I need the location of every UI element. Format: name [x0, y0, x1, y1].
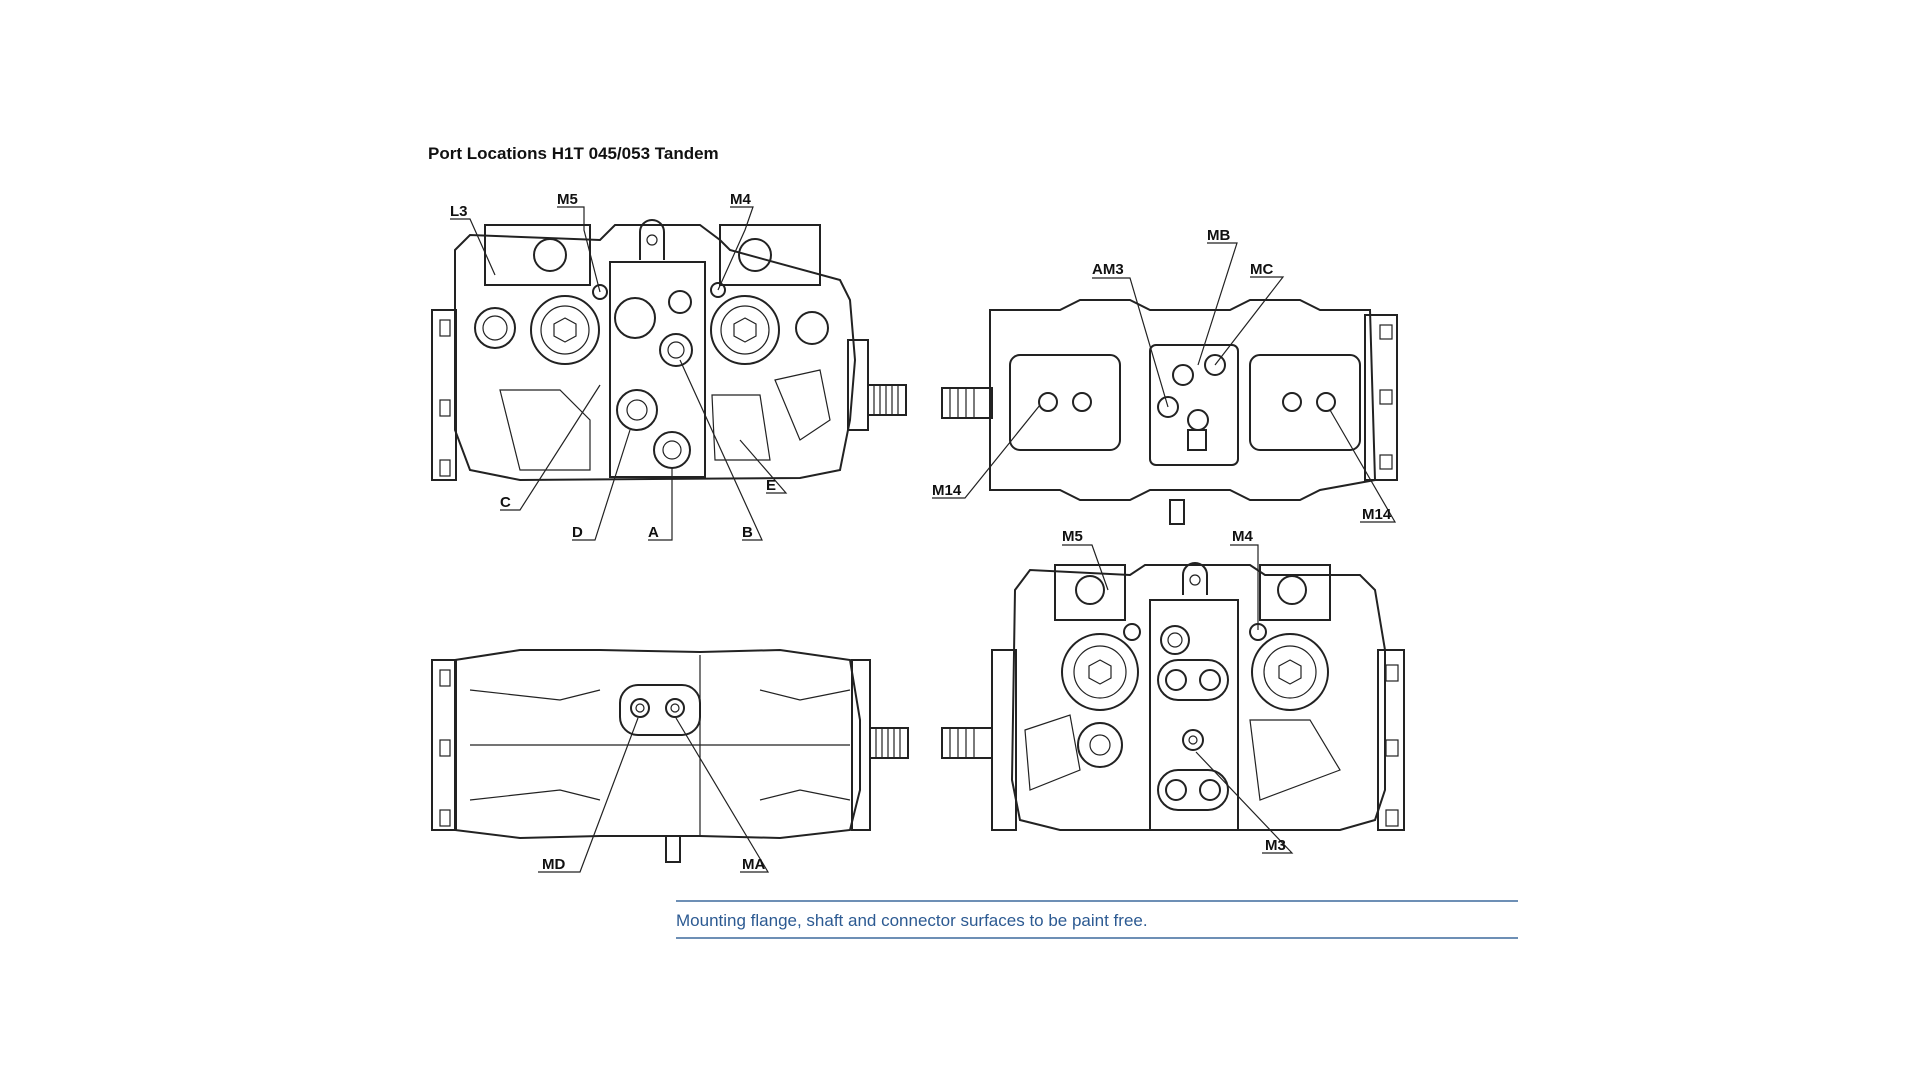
- label-L3: L3: [450, 203, 468, 220]
- label-M3: M3: [1265, 837, 1286, 854]
- servo-gear-left-bottom: [1061, 633, 1139, 711]
- label-MC: MC: [1250, 261, 1273, 278]
- label-M5: M5: [557, 191, 578, 208]
- top-right-end-view: AM3 MB MC M14 M14: [932, 227, 1398, 525]
- label-M14-left: M14: [932, 482, 962, 499]
- bottom-left-side-view: MD MA: [431, 648, 909, 873]
- top-left-pump-view: L3 M5 M4 C D A B E: [431, 191, 907, 541]
- servo-gear-left: [530, 295, 600, 365]
- page-title: Port Locations H1T 045/053 Tandem: [428, 144, 719, 163]
- label-AM3: AM3: [1092, 261, 1124, 278]
- label-B: B: [742, 524, 753, 541]
- label-M4-bottom: M4: [1232, 528, 1253, 545]
- label-M5-bottom: M5: [1062, 528, 1083, 545]
- label-M14-right: M14: [1362, 506, 1392, 523]
- label-MD: MD: [542, 856, 565, 873]
- label-MB: MB: [1207, 227, 1230, 244]
- label-M4: M4: [730, 191, 751, 208]
- label-C: C: [500, 494, 511, 511]
- label-A: A: [648, 524, 659, 541]
- paint-free-note: Mounting flange, shaft and connector sur…: [676, 900, 1518, 939]
- servo-gear-right-bottom: [1251, 633, 1329, 711]
- label-D: D: [572, 524, 583, 541]
- label-E: E: [766, 477, 776, 494]
- servo-gear-right: [710, 295, 780, 365]
- bottom-right-pump-view: M5 M4 M3: [941, 528, 1405, 854]
- label-MA: MA: [742, 856, 765, 873]
